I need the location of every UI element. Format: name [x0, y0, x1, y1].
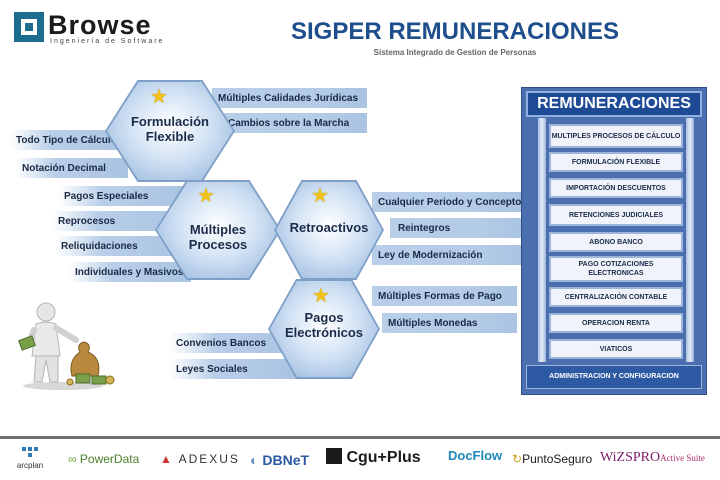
panel-item-pago-cotizaciones[interactable]: PAGO COTIZACIONES ELECTRONICAS	[549, 256, 683, 282]
panel-item-viaticos[interactable]: VIATICOS	[549, 339, 683, 359]
banner-reintegros: Reintegros	[390, 218, 524, 238]
banner-formas-pago: Múltiples Formas de Pago	[372, 286, 517, 306]
powerdata-label: PowerData	[79, 452, 140, 466]
panel-footer[interactable]: ADMINISTRACION Y CONFIGURACION	[526, 365, 702, 389]
banner-reliquidaciones: Reliquidaciones	[55, 236, 187, 256]
star-icon: ★	[197, 185, 215, 207]
hex-pagos-label: Pagos Electrónicos	[284, 310, 364, 340]
banner-pagos-especiales: Pagos Especiales	[58, 186, 186, 206]
wizspro-label: WiZSPRO	[600, 450, 661, 465]
wizspro-suffix: Active Suite	[660, 453, 705, 463]
adexus-icon: ▲	[160, 452, 174, 466]
hex-formulacion-label: Formulación Flexible	[130, 114, 209, 144]
banner-leyes: Leyes Sociales	[170, 359, 298, 379]
docflow-logo: DocFlow	[448, 448, 502, 463]
dbnet-logo: ◐ DBNeT	[250, 452, 309, 468]
hex-multiples-label: Múltiples Procesos	[188, 222, 248, 252]
panel-pillar-right	[686, 118, 694, 362]
panel-item-retenciones[interactable]: RETENCIONES JUDICIALES	[549, 204, 683, 226]
cguplus-icon	[326, 448, 342, 464]
panel-item-importacion[interactable]: IMPORTACIÓN DESCUENTOS	[549, 178, 683, 198]
banner-monedas: Múltiples Monedas	[382, 313, 517, 333]
page-subtitle: Sistema Integrado de Gestion de Personas	[373, 48, 537, 57]
star-icon: ★	[312, 285, 330, 307]
adexus-logo: ▲ ADEXUS	[160, 452, 240, 466]
puntoseguro-icon: ↻	[512, 452, 523, 466]
panel-item-multiples-procesos[interactable]: MULTIPLES PROCESOS DE CÁLCULO	[549, 124, 683, 148]
adexus-label: ADEXUS	[178, 452, 240, 466]
banner-cualquier-periodo: Cualquier Periodo y Concepto	[372, 192, 524, 212]
banner-todo-tipo: Todo Tipo de Cálculos	[10, 130, 130, 150]
wizspro-logo: WiZSPROActive Suite	[600, 450, 705, 466]
banner-notacion: Notación Decimal	[16, 158, 128, 178]
person-with-money-icon	[18, 302, 115, 390]
banner-cambios: Cambios sobre la Marcha	[222, 113, 367, 133]
powerdata-icon: ∞	[68, 452, 77, 466]
banner-calidades: Múltiples Calidades Jurídicas	[212, 88, 367, 108]
footer-divider	[0, 436, 720, 439]
star-icon: ★	[311, 185, 329, 207]
page-title: SIGPER REMUNERACIONES	[290, 18, 620, 45]
arcplan-label: arcplan	[16, 461, 44, 470]
brand-tagline: Ingeniería de Software	[50, 38, 165, 45]
banner-convenios: Convenios Bancos	[170, 333, 298, 353]
panel-item-abono-banco[interactable]: ABONO BANCO	[549, 232, 683, 252]
panel-item-formulacion[interactable]: FORMULACIÓN FLEXIBLE	[549, 152, 683, 172]
brand-name: Browse	[48, 10, 152, 40]
dbnet-icon: ◐	[250, 452, 259, 468]
star-icon: ★	[150, 86, 168, 108]
banner-reprocesos: Reprocesos	[52, 211, 182, 231]
banner-ley-modernizacion: Ley de Modernización	[372, 245, 524, 265]
puntoseguro-label: PuntoSeguro	[522, 452, 593, 466]
hex-pagos	[270, 281, 378, 377]
arcplan-icon	[22, 447, 38, 457]
arcplan-logo: arcplan	[10, 446, 50, 470]
docflow-label: DocFlow	[448, 448, 503, 463]
panel-pillar-left	[538, 118, 546, 362]
browse-logo-icon	[14, 12, 44, 42]
panel-item-centralizacion[interactable]: CENTRALIZACIÓN CONTABLE	[549, 287, 683, 307]
hex-retroactivos-label: Retroactivos	[289, 220, 369, 235]
panel-item-operacion-renta[interactable]: OPERACION RENTA	[549, 313, 683, 333]
panel-title: REMUNERACIONES	[526, 91, 702, 117]
powerdata-logo: ∞ PowerData	[68, 452, 139, 466]
dbnet-label: DBNeT	[262, 452, 310, 468]
cguplus-label: Cgu+Plus	[346, 449, 421, 466]
cguplus-logo: Cgu+Plus	[326, 448, 421, 467]
puntoseguro-logo: ↻PuntoSeguro	[512, 452, 592, 466]
banner-individuales: Individuales y Masivos	[69, 262, 191, 282]
